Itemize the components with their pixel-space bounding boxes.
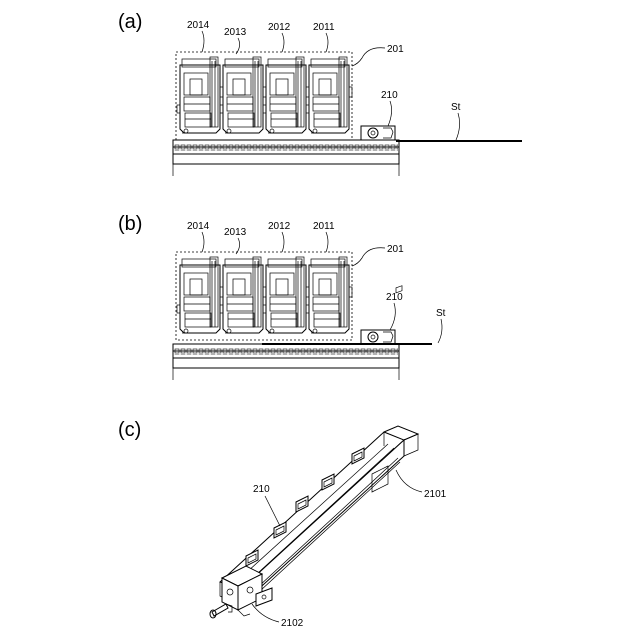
panel-b-ref-2013: 2013 bbox=[224, 227, 247, 238]
panel-b-module-2011 bbox=[306, 257, 352, 333]
panel-c: (c) bbox=[118, 286, 447, 629]
panel-a-conveyor bbox=[173, 140, 399, 176]
panel-a-ref-210: 210 bbox=[381, 90, 398, 101]
panel-c-ref-2101: 2101 bbox=[424, 489, 447, 500]
panel-b-ref-2011: 2011 bbox=[313, 221, 335, 232]
panel-b-conveyor bbox=[173, 344, 399, 380]
panel-b-label: (b) bbox=[118, 213, 142, 235]
panel-b-ref-210: 210 bbox=[386, 292, 403, 303]
panel-a-module-2013 bbox=[220, 57, 266, 133]
panel-a-module-2011 bbox=[306, 57, 352, 133]
panel-a-module-2014 bbox=[177, 57, 223, 133]
panel-b-ref-st: St bbox=[436, 308, 446, 319]
panel-c-ref-2102: 2102 bbox=[281, 618, 304, 629]
panel-a-module-2012 bbox=[263, 57, 309, 133]
panel-b-module-2014 bbox=[177, 257, 223, 333]
panel-b-ref-201: 201 bbox=[387, 244, 404, 255]
panel-c-label: (c) bbox=[118, 419, 141, 441]
panel-a-ref-2014: 2014 bbox=[187, 20, 210, 31]
panel-a-ref-201: 201 bbox=[387, 44, 404, 55]
panel-b-ref-2014: 2014 bbox=[187, 221, 210, 232]
panel-a-stopper-210 bbox=[361, 126, 395, 140]
panel-c-ref-210: 210 bbox=[253, 484, 270, 495]
panel-b-module-2013 bbox=[220, 257, 266, 333]
panel-a-label: (a) bbox=[118, 11, 142, 33]
panel-a-ref-2011: 2011 bbox=[313, 22, 335, 33]
panel-a-ref-st: St bbox=[451, 102, 461, 113]
panel-a-ref-2013: 2013 bbox=[224, 27, 247, 38]
panel-a-ref-2012: 2012 bbox=[268, 22, 291, 33]
panel-b: (b) 2014 2013 2012 2011 201 210 St bbox=[118, 213, 446, 380]
panel-c-end-assembly bbox=[210, 566, 272, 618]
panel-a: (a) 2014 2013 2012 2011 201 210 St bbox=[118, 11, 522, 176]
panel-b-ref-2012: 2012 bbox=[268, 221, 291, 232]
panel-b-stopper-210 bbox=[361, 330, 395, 344]
panel-b-module-2012 bbox=[263, 257, 309, 333]
